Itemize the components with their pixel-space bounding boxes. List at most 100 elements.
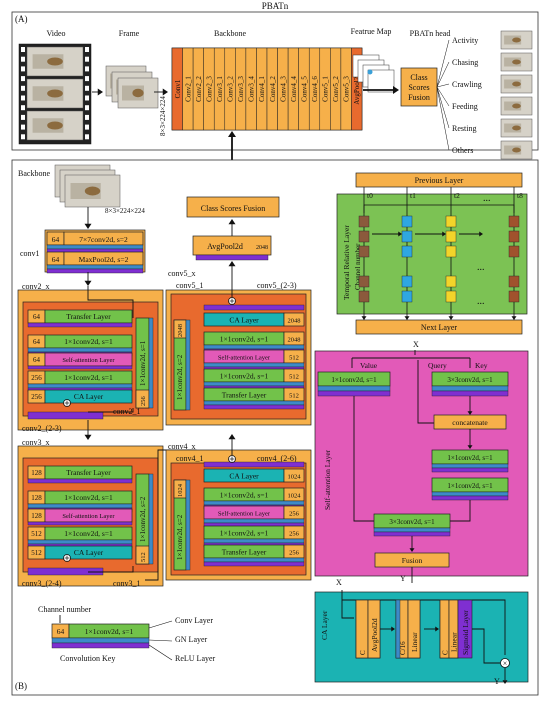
photo-subject <box>512 81 521 87</box>
arrow-head-icon <box>442 231 446 237</box>
channel-slice <box>401 230 413 243</box>
conv5-channel-label: 512 <box>289 393 299 400</box>
film-hole <box>21 134 25 140</box>
conv5-row-3-gn-bar <box>203 381 305 387</box>
conv4-channel-label: 256 <box>289 550 300 557</box>
transfer-bar <box>27 478 133 484</box>
conv4-1-name: conv4_1 <box>176 454 204 463</box>
backbone-layer-label: Conv2_3 <box>205 76 213 102</box>
channel-slice <box>508 230 520 243</box>
sa-key-label: Key <box>475 361 488 370</box>
self-attention-side-label: Self-attention Layer <box>323 449 332 510</box>
sa-query-line <box>417 360 434 424</box>
fusion-label: Fusion <box>408 93 430 102</box>
film-hole <box>85 56 89 62</box>
temporal-shift-line <box>363 204 515 213</box>
panel-a-label: (A) <box>15 14 28 24</box>
film-hole <box>85 114 89 120</box>
sa-fusion-label: Fusion <box>402 556 423 565</box>
class-label-feeding: Feeding <box>452 102 478 111</box>
ca-linear-1-c-label: C/16 <box>399 641 407 655</box>
ca-avgpool-op-label: AvgPool2d <box>370 618 379 652</box>
film-hole <box>21 124 25 130</box>
sa-y-label: Y <box>400 574 406 583</box>
sa-key-gn <box>431 385 509 392</box>
conv5-row-1-gn-bar <box>203 344 305 350</box>
conv3_1-row-3-channel-label: 512 <box>31 530 42 538</box>
ca-linear-2-c <box>439 599 450 659</box>
conv5-channel-label: 512 <box>289 355 299 362</box>
sa-conv-1-label: 1×1conv2d, s=1 <box>447 454 493 462</box>
photo-subject <box>512 125 521 131</box>
time-label-t2: t2 <box>454 191 460 200</box>
conv4-row-3-gn-bar <box>203 538 305 544</box>
key-legend-1: GN Layer <box>175 635 208 644</box>
ca-linear-1-op <box>407 599 421 659</box>
feature-map-dot <box>367 69 373 75</box>
conv4-row-channel <box>283 468 305 483</box>
conv2_1-row-3-gn-bar <box>27 383 133 389</box>
sa-conv-3-label: 3×3conv2d, s=1 <box>389 518 435 526</box>
sa-conv-1-gn <box>431 463 509 469</box>
sa-value-gn <box>317 385 391 392</box>
channel-slice <box>508 245 520 258</box>
conv2-repeat-name: conv2_(2-3) <box>22 424 62 433</box>
conv5-top-bar <box>203 304 305 311</box>
backbone-layer-label: Conv5_1 <box>322 76 330 102</box>
ca-layer <box>314 591 529 683</box>
conv1-channel-label: 64 <box>52 255 60 264</box>
arrow-head-icon <box>435 626 439 632</box>
arrow-head-icon <box>84 280 92 286</box>
channel-slice <box>358 245 370 258</box>
conv2-skip-return <box>88 408 134 413</box>
conv2_1-row-1-gn-bar <box>27 347 133 353</box>
sa-conv-2-relu <box>431 495 509 501</box>
backbone-layer-label: Conv4_3 <box>279 76 287 102</box>
ca-linear-1-op-label: Linear <box>410 632 419 652</box>
film-hole <box>85 47 89 52</box>
channel-slice <box>401 290 413 303</box>
previous-layer-box <box>355 172 523 188</box>
ca-linear-1-gn <box>395 599 401 659</box>
conv1-row-label: 7×7conv2d, s=2 <box>79 235 128 244</box>
fusion-label: Class <box>410 73 427 82</box>
film-hole <box>85 66 89 72</box>
sa-value-down <box>353 396 374 522</box>
backbone-layer-label: Conv2_1 <box>184 76 192 102</box>
key-relu-bar <box>51 642 150 649</box>
fusion-label: Scores <box>408 83 429 92</box>
conv1-row-1-gn-bar <box>46 264 144 270</box>
channel-slice <box>445 290 457 303</box>
channel-slice <box>508 290 520 303</box>
conv4-top-bar <box>203 461 305 468</box>
conv3-1-name: conv3_1 <box>113 579 141 588</box>
ca-avgpool-c <box>355 599 369 659</box>
conv2_1-row-1-label: 1×1conv2d, s=1 <box>64 337 113 346</box>
conv5-1-name: conv5_1 <box>176 281 204 290</box>
conv5-repeat-name: conv5_(2-3) <box>257 281 297 290</box>
conv4-channel-label: 1024 <box>288 493 302 500</box>
photo-subject <box>512 59 521 65</box>
conv1-row-0-gn-bar <box>46 244 144 250</box>
backbone-label: Backbone <box>214 29 246 38</box>
arrow-head-icon <box>409 548 415 552</box>
feature-map-label: Featrue Map <box>351 27 392 36</box>
film-hole <box>21 47 25 52</box>
film-hole <box>85 95 89 101</box>
conv5-skip-conv-label: 1×1conv2d, s=2 <box>176 354 184 400</box>
photo-subject <box>132 88 144 98</box>
class-label-resting: Resting <box>452 124 476 133</box>
conv4-row-4-gn-bar <box>203 557 305 563</box>
film-hole <box>21 85 25 91</box>
channel-slice <box>445 245 457 258</box>
conv5-row-label: CA Layer <box>229 316 259 325</box>
conv4-repeat-name: conv4_(2-6) <box>257 454 297 463</box>
conv2_1-row-0-channel-label: 64 <box>33 313 41 321</box>
avgpool-label: AvgPool2d <box>207 242 243 251</box>
channel-slice <box>445 230 457 243</box>
class-label-crawling: Crawling <box>452 80 482 89</box>
conv5-skip-gn <box>185 319 191 411</box>
head-label: PBATn head <box>410 29 451 38</box>
channel-slice <box>358 275 370 288</box>
